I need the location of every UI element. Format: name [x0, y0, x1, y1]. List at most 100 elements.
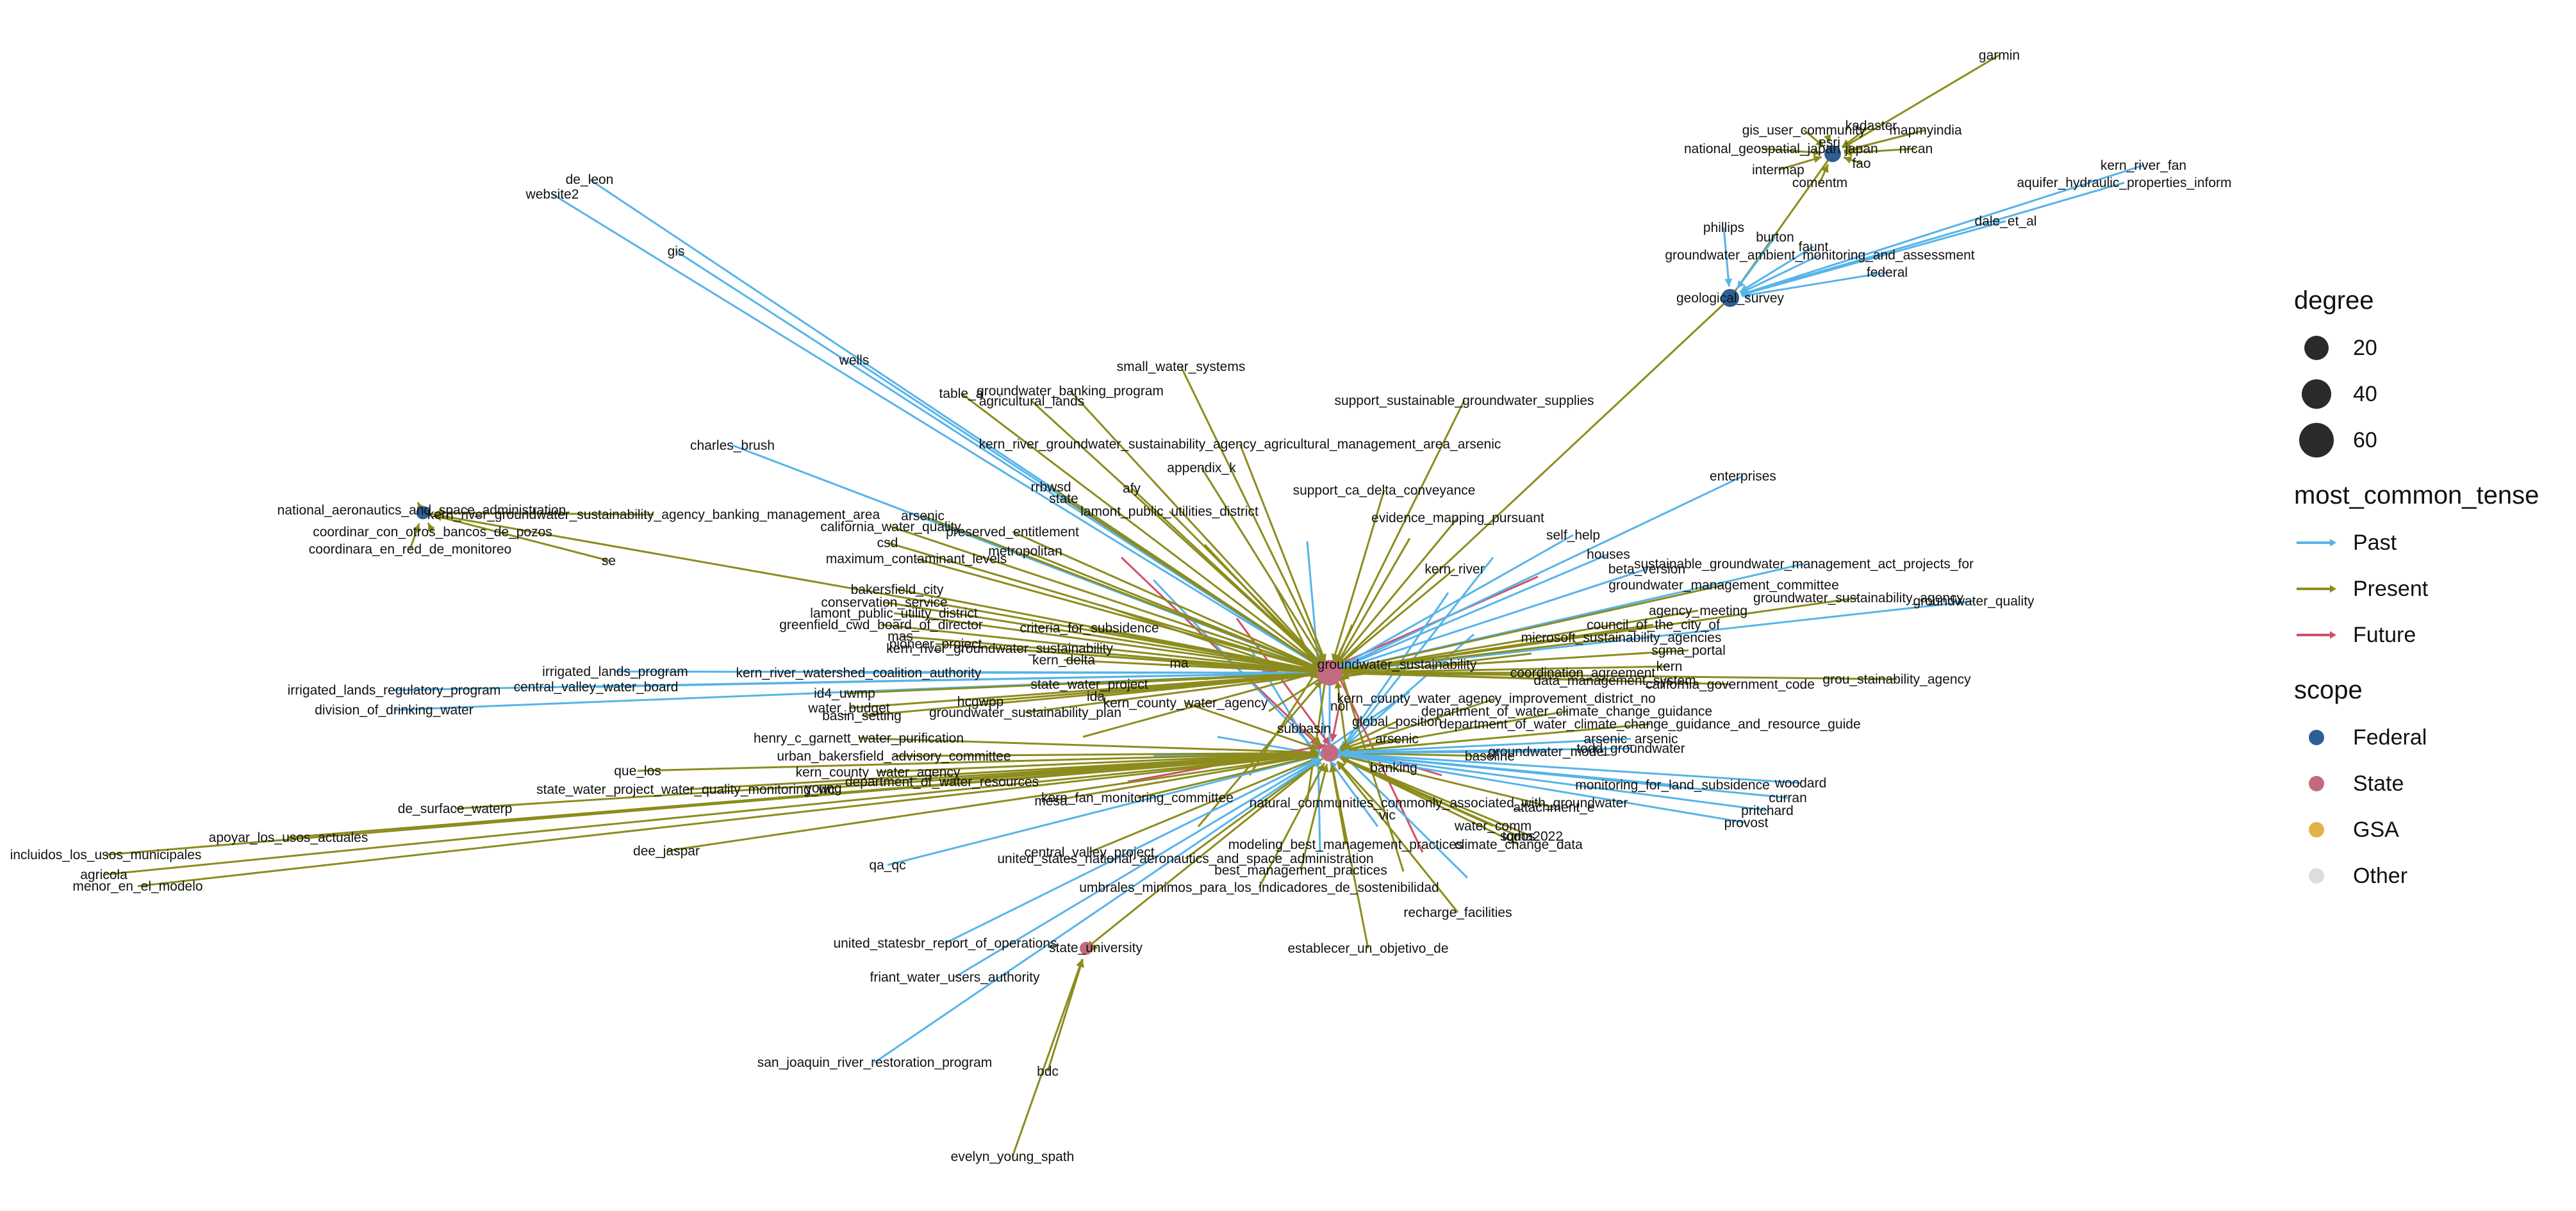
- node-label: microsoft_sustainability_agencies: [1521, 630, 1722, 645]
- edge: [1339, 553, 1609, 670]
- edge-arrowhead: [1813, 155, 1822, 163]
- legend-degree-title: degree: [2294, 286, 2374, 315]
- edge: [1200, 467, 1325, 664]
- node-label: kern_fan_monitoring_committee: [1041, 791, 1234, 805]
- node-label: groundwater_quality: [1913, 594, 2035, 609]
- edge: [893, 612, 1319, 673]
- node-label: todos: [1502, 829, 1535, 844]
- edge-arrowhead: [1314, 680, 1322, 689]
- edge-arrowhead: [1329, 764, 1337, 773]
- degree-dot-icon: [2304, 336, 2329, 360]
- scope-dot-icon: [2309, 868, 2324, 884]
- node-label: support_ca_delta_conveyance: [1293, 483, 1476, 498]
- edge: [1844, 147, 1917, 154]
- edge: [1341, 723, 1651, 753]
- node-label: global_position: [1352, 714, 1442, 729]
- edge: [1331, 764, 1369, 949]
- edge-arrowhead: [1337, 761, 1346, 770]
- edge: [1180, 366, 1326, 663]
- edge: [1137, 754, 1319, 799]
- legend-degree-label: 40: [2353, 381, 2377, 406]
- edge-arrowhead: [428, 523, 435, 532]
- edge: [1063, 497, 1321, 668]
- edge: [137, 753, 1319, 887]
- node-label: modeling_best_management_practices: [1228, 837, 1464, 852]
- node-label: greenfield_cwd_board_of_director: [779, 618, 983, 632]
- node-label: state_water_project: [1030, 677, 1148, 692]
- edge: [1185, 759, 1321, 860]
- edge: [1011, 959, 1084, 1157]
- edge: [1341, 737, 1631, 754]
- scope-dot-icon: [2309, 730, 2324, 745]
- node-label: de_surface_waterp: [398, 802, 513, 816]
- node-label: federal: [1867, 265, 1908, 280]
- edge: [1341, 710, 1567, 752]
- edge: [1341, 671, 1897, 680]
- legend-scope-item: Other: [2294, 853, 2576, 899]
- edge: [1741, 271, 1888, 297]
- node-label: basin_setting: [822, 709, 902, 723]
- edge: [1333, 400, 1466, 663]
- edge: [1337, 761, 1389, 816]
- edge: [1300, 764, 1328, 871]
- node-label: attachment_e: [1513, 800, 1594, 815]
- edge-arrowhead: [1740, 286, 1749, 293]
- edge: [844, 672, 1319, 695]
- node-label: houses: [1587, 547, 1630, 562]
- degree-dot-icon: [2299, 423, 2334, 457]
- edge: [1325, 691, 1410, 750]
- edge-arrowhead: [1341, 666, 1350, 675]
- node-label: state_university: [1049, 941, 1143, 955]
- legend-scope-label: State: [2353, 771, 2404, 796]
- edge-arrowhead: [1824, 134, 1831, 143]
- node-label: maximum_contaminant_levels: [826, 552, 1007, 566]
- label-layer: garmingis_user_communitykadastermapmyind…: [10, 48, 2232, 1164]
- node-label: kadaster: [1845, 119, 1897, 133]
- node-label: kern: [1656, 659, 1683, 674]
- legend-scope-item: State: [2294, 761, 2576, 807]
- node-label: phillips: [1703, 220, 1744, 235]
- edge-arrowhead: [1310, 668, 1319, 676]
- node-label: provost: [1724, 816, 1769, 830]
- node-label: united_states_national_aeronautics_and_s…: [997, 852, 1373, 866]
- node-label: gis_user_community: [1742, 123, 1866, 138]
- node-label: afy: [1123, 481, 1141, 496]
- edge: [666, 754, 1319, 852]
- node-label: kern_river_fan: [2101, 158, 2186, 173]
- node-label: natural_communities_commonly_associated_…: [1250, 796, 1628, 811]
- edge-arrowhead: [1321, 764, 1329, 773]
- edge-arrowhead: [1310, 743, 1319, 750]
- edge: [1341, 665, 1670, 674]
- edge: [1339, 720, 1398, 749]
- edge: [1842, 54, 2000, 149]
- node-label: mapmyindia: [1889, 123, 1962, 138]
- edge: [922, 515, 1319, 670]
- node-label: csd: [877, 536, 898, 550]
- edge-arrowhead: [1844, 156, 1853, 164]
- edge: [1025, 673, 1319, 714]
- edge: [890, 525, 1319, 670]
- node-label: groundwater_model: [1488, 745, 1607, 759]
- node-label: coordinara_en_red_de_monitoreo: [309, 542, 511, 557]
- node-label: kern_county_water_agency_improvement_dis…: [1337, 691, 1655, 706]
- edge-arrowhead: [1821, 164, 1829, 173]
- node-label: se: [602, 554, 616, 568]
- edge: [1336, 680, 1347, 744]
- node-label: vic: [1379, 808, 1396, 823]
- degree-dot-icon: [2302, 379, 2331, 409]
- edge: [1341, 584, 1724, 671]
- edge: [884, 601, 1319, 672]
- node-label: curran: [1769, 791, 1807, 805]
- edge: [1012, 531, 1320, 670]
- edge: [916, 557, 1319, 671]
- edge: [877, 752, 1319, 773]
- node-label: mas: [888, 629, 913, 644]
- arrow-line-icon: [2297, 539, 2336, 547]
- hub-node: [1721, 288, 1740, 308]
- node-label: groundwater_sustainability: [1317, 657, 1477, 672]
- edge-layer: [103, 54, 2144, 1157]
- edge: [434, 511, 654, 516]
- node-label: dee_jaspar: [633, 844, 700, 859]
- node-label: irrigated_lands_program: [542, 664, 688, 679]
- edge: [1341, 737, 1398, 752]
